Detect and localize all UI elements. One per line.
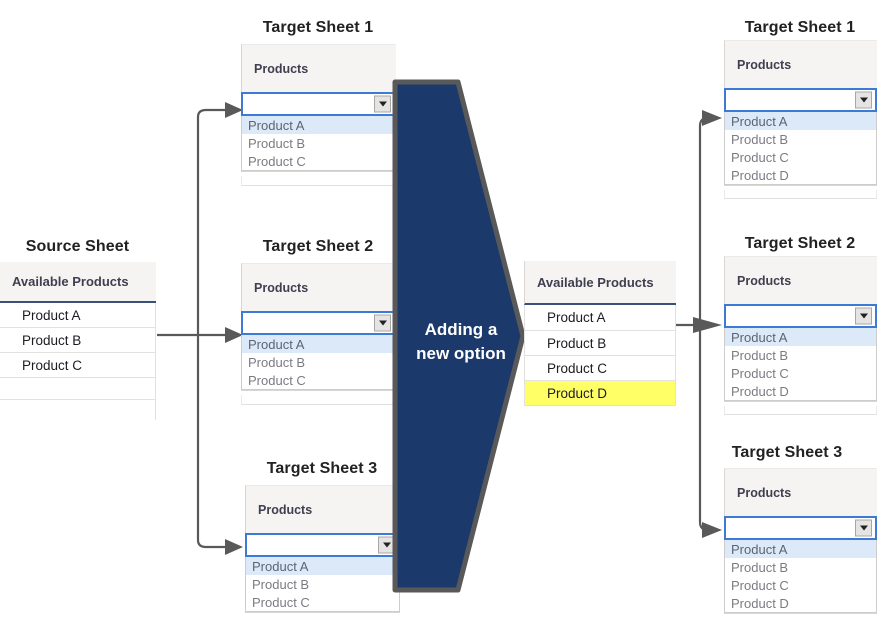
list-item[interactable]: Product D xyxy=(731,383,789,399)
before-target-3-dropdown[interactable] xyxy=(245,533,400,557)
source-sheet-table: Available Products Product A Product B P… xyxy=(0,262,156,420)
list-item[interactable]: Product B xyxy=(731,131,789,147)
after-target-3-title: Target Sheet 3 xyxy=(731,444,843,461)
after-target-1-title: Target Sheet 1 xyxy=(744,19,856,36)
before-target-2-column-header: Products xyxy=(241,263,396,311)
list-item[interactable]: Product C xyxy=(248,372,306,388)
list-item[interactable]: Product B xyxy=(731,559,789,575)
table-row: Product C xyxy=(524,356,676,381)
list-item[interactable]: Product D xyxy=(731,595,789,611)
after-target-1-column-header: Products xyxy=(724,40,877,88)
after-target-2-dropdown[interactable] xyxy=(724,304,877,328)
table-row xyxy=(0,400,156,420)
before-target-2-panel: Products Product A Product B Product C xyxy=(241,263,396,390)
after-target-2-title: Target Sheet 2 xyxy=(744,235,856,252)
after-target-2-option-list[interactable]: Product A Product B Product C Product D xyxy=(724,328,877,401)
before-target-1-option-list[interactable]: Product A Product B Product C xyxy=(241,116,396,171)
before-target-3-option-list[interactable]: Product A Product B Product C xyxy=(245,557,400,612)
before-target-3-column-header: Products xyxy=(245,485,400,533)
adding-new-option-arrow xyxy=(392,79,526,593)
updated-source-column-header: Available Products xyxy=(524,261,676,305)
table-row: Product A xyxy=(524,305,676,331)
list-item[interactable]: Product C xyxy=(731,149,789,165)
list-item[interactable]: Product B xyxy=(248,135,306,151)
table-row: Product A xyxy=(0,303,156,328)
chevron-down-icon[interactable] xyxy=(855,307,872,325)
arrowhead-icon xyxy=(225,102,243,118)
after-target-3-selected-value xyxy=(726,519,731,534)
after-target-1-panel: Products Product A Product B Product C P… xyxy=(724,40,877,185)
after-target-1-selected-value xyxy=(726,91,731,106)
list-item[interactable]: Product A xyxy=(246,557,399,575)
before-target-1-dropdown[interactable] xyxy=(241,92,396,116)
source-sheet-column-header: Available Products xyxy=(0,262,156,303)
list-item[interactable]: Product A xyxy=(725,328,876,346)
list-item[interactable]: Product A xyxy=(242,116,395,134)
chevron-down-icon[interactable] xyxy=(374,95,391,113)
list-item[interactable]: Product C xyxy=(731,365,789,381)
list-item[interactable]: Product C xyxy=(252,594,310,610)
table-row xyxy=(0,378,156,400)
arrowhead-icon xyxy=(702,110,722,126)
chevron-down-icon[interactable] xyxy=(374,314,391,332)
list-item[interactable]: Product A xyxy=(242,335,395,353)
table-row: Product B xyxy=(0,328,156,353)
arrowhead-icon xyxy=(225,539,243,555)
before-target-2-title: Target Sheet 2 xyxy=(262,238,374,255)
table-row-new-option: Product D xyxy=(524,381,676,406)
arrowhead-icon xyxy=(225,327,243,343)
before-target-1-column-header: Products xyxy=(241,44,396,92)
after-target-3-panel: Products Product A Product B Product C P… xyxy=(724,468,877,613)
list-item[interactable]: Product A xyxy=(725,540,876,558)
before-target-2-dropdown[interactable] xyxy=(241,311,396,335)
chevron-down-icon[interactable] xyxy=(378,536,395,554)
after-target-2-column-header: Products xyxy=(724,256,877,304)
after-target-2-panel: Products Product A Product B Product C P… xyxy=(724,256,877,401)
updated-source-sheet-table: Available Products Product A Product B P… xyxy=(524,261,676,409)
chevron-down-icon[interactable] xyxy=(855,519,872,537)
before-target-1-panel: Products Product A Product B Product C xyxy=(241,44,396,171)
chevron-down-icon[interactable] xyxy=(855,91,872,109)
list-item[interactable]: Product B xyxy=(731,347,789,363)
after-target-1-option-list[interactable]: Product A Product B Product C Product D xyxy=(724,112,877,185)
after-target-2-selected-value xyxy=(726,307,731,322)
after-target-2-sheet-footer xyxy=(724,406,877,415)
before-target-3-title: Target Sheet 3 xyxy=(266,460,378,477)
list-item[interactable]: Product D xyxy=(731,167,789,183)
list-item[interactable]: Product A xyxy=(725,112,876,130)
source-sheet-title: Source Sheet xyxy=(25,238,130,255)
list-item[interactable]: Product C xyxy=(731,577,789,593)
after-target-1-sheet-footer xyxy=(724,190,877,199)
list-item[interactable]: Product B xyxy=(252,576,310,592)
table-row: Product C xyxy=(0,353,156,378)
after-target-1-dropdown[interactable] xyxy=(724,88,877,112)
after-target-3-dropdown[interactable] xyxy=(724,516,877,540)
after-target-3-column-header: Products xyxy=(724,468,877,516)
list-item[interactable]: Product B xyxy=(248,354,306,370)
before-target-3-panel: Products Product A Product B Product C xyxy=(245,485,400,612)
after-target-3-option-list[interactable]: Product A Product B Product C Product D xyxy=(724,540,877,613)
table-row: Product B xyxy=(524,331,676,356)
list-item[interactable]: Product C xyxy=(248,153,306,169)
arrowhead-icon xyxy=(693,317,722,333)
before-target-2-option-list[interactable]: Product A Product B Product C xyxy=(241,335,396,390)
arrowhead-icon xyxy=(702,522,722,538)
before-target-1-title: Target Sheet 1 xyxy=(262,19,374,36)
